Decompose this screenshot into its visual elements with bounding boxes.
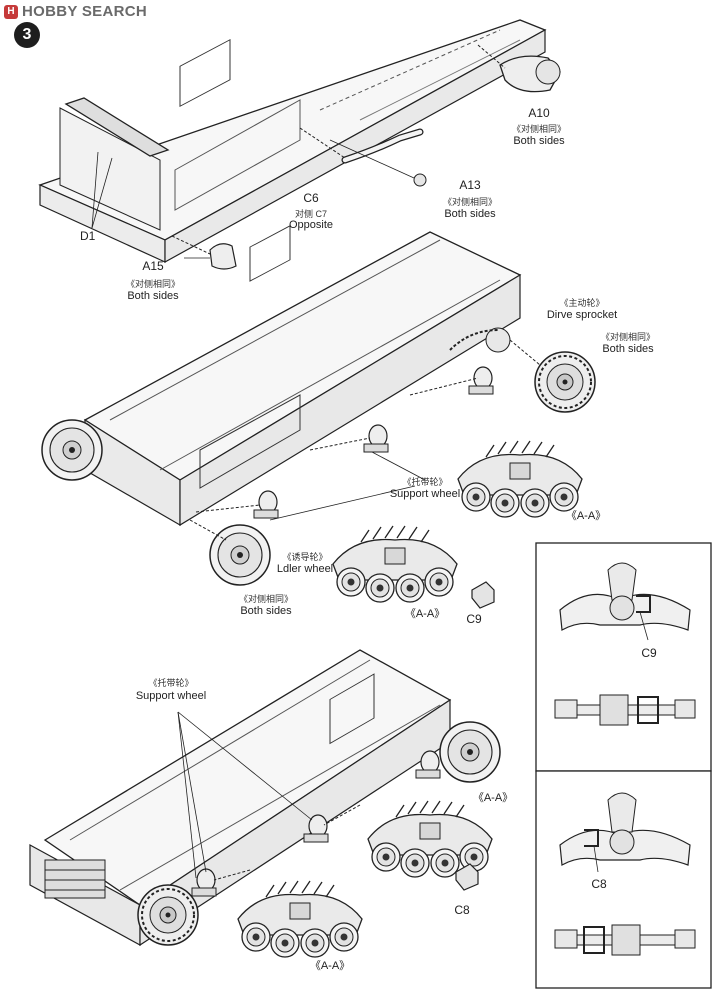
logo-mark-icon: H: [4, 4, 18, 19]
label-support-en: Support wheel: [389, 488, 461, 500]
logo-text: HOBBY SEARCH: [22, 3, 148, 20]
label-a10-zh: 《对侧相同》: [511, 124, 567, 134]
label-sprocket-zh: 《主动轮》: [559, 298, 605, 308]
label-a13: A13: [459, 178, 481, 192]
label-d1: D1: [80, 229, 96, 243]
label-a15-zh: 《对侧相同》: [125, 279, 181, 289]
hull-view-1: [38, 19, 561, 270]
label-sprocket-en: Dirve sprocket: [546, 309, 618, 321]
label-idler-both-en: Both sides: [240, 605, 292, 617]
label-a15-en: Both sides: [127, 290, 179, 302]
label-c9: C9: [466, 612, 482, 626]
inset-label-c8: C8: [591, 877, 607, 891]
step-number-badge: 3: [14, 22, 40, 48]
label-a10: A10: [528, 106, 550, 120]
hobby-search-logo: H HOBBY SEARCH: [4, 3, 147, 20]
label-idler-zh: 《诱导轮》: [282, 552, 328, 562]
label-c8: C8: [454, 903, 470, 917]
hull-view-3: [29, 649, 501, 957]
label-support-zh: 《托带轮》: [402, 477, 448, 487]
label-idler-both-zh: 《对侧相同》: [238, 594, 294, 604]
label-support2-zh: 《托带轮》: [148, 678, 194, 688]
hull-front-grille: [44, 859, 106, 899]
inset-c9-panel: [535, 542, 712, 772]
label-c6: C6: [303, 191, 319, 205]
hull-view-2: [41, 225, 596, 609]
label-a13-en: Both sides: [444, 208, 496, 220]
label-a13-zh: 《对侧相同》: [442, 197, 498, 207]
label-sprocket-both-zh: 《对侧相同》: [600, 332, 656, 342]
label-aa-bottom-right: 《A-A》: [472, 792, 514, 804]
label-aa-mid: 《A-A》: [404, 608, 446, 620]
label-aa-bottom: 《A-A》: [309, 960, 351, 972]
label-idler-en: Ldler wheel: [276, 563, 334, 575]
label-c7-zh: 对侧 C7: [294, 209, 328, 219]
inset-c8-panel: [535, 770, 712, 989]
label-sprocket-both-en: Both sides: [602, 343, 654, 355]
label-c7-en: Opposite: [288, 219, 334, 231]
label-a15: A15: [142, 259, 164, 273]
label-a10-en: Both sides: [513, 135, 565, 147]
inset-label-c9: C9: [641, 646, 657, 660]
label-aa-right: 《A-A》: [565, 510, 607, 522]
label-support2-en: Support wheel: [135, 690, 207, 702]
